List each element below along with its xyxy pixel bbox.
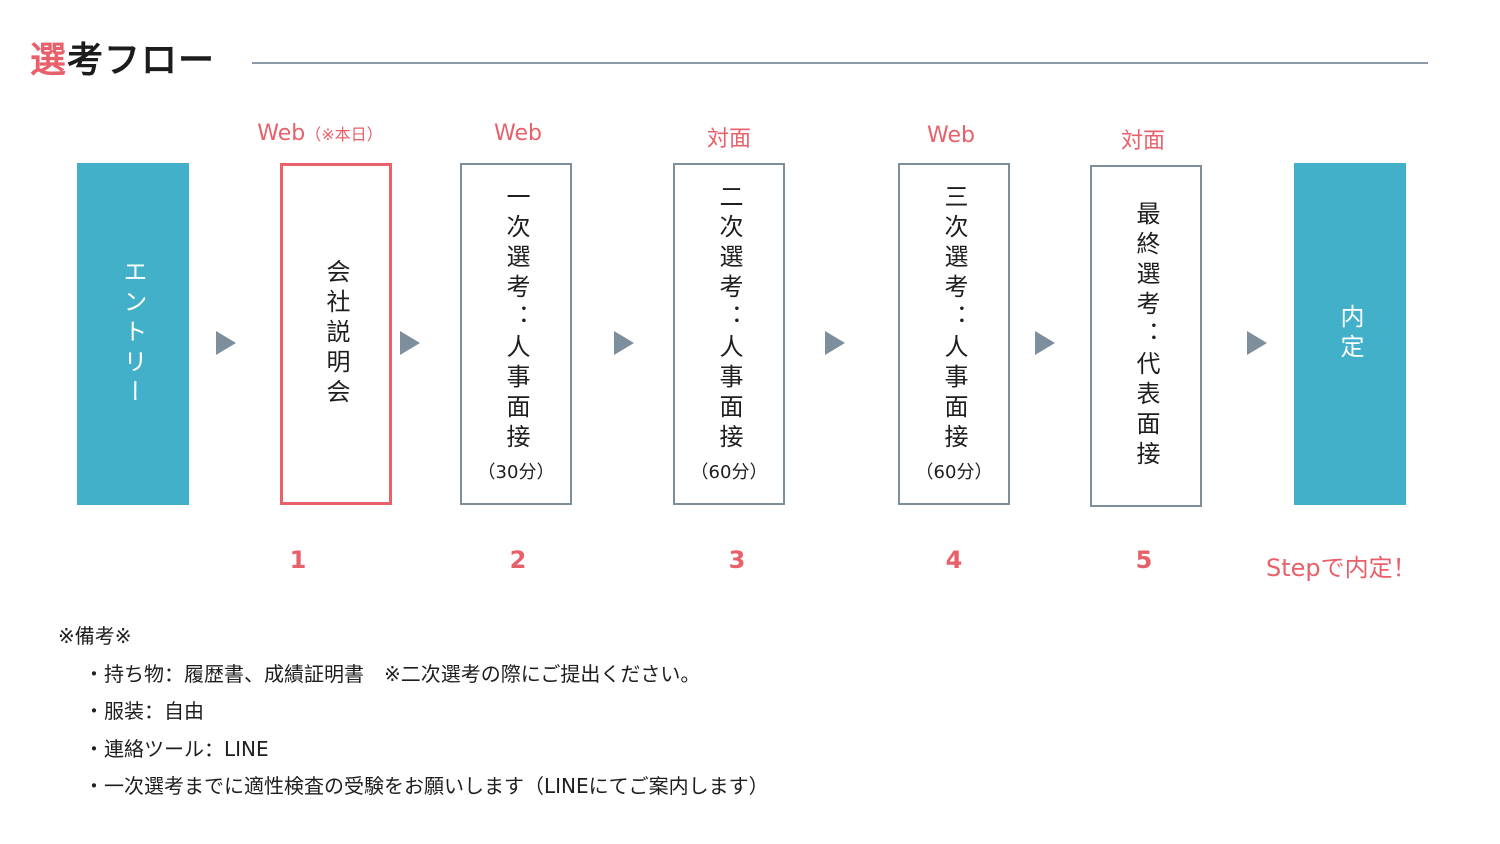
step-number-1: 1 bbox=[289, 546, 307, 574]
flow-box-third-interview: 三次選考：人事面接 （60分） bbox=[898, 163, 1010, 505]
step-number-5: 5 bbox=[1135, 546, 1153, 574]
title-rest: 考フロー bbox=[67, 40, 216, 81]
flow-box-first-interview: 一次選考：人事面接 （30分） bbox=[460, 163, 572, 505]
flow-label-entry: エントリー bbox=[119, 259, 147, 409]
remarks-item: ・持ち物：履歴書、成績証明書 ※二次選考の際にご提出ください。 bbox=[84, 661, 701, 686]
remarks-item: ・一次選考までに適性検査の受験をお願いします（LINEにてご案内します） bbox=[84, 774, 769, 798]
mode-label-2: Web bbox=[494, 121, 542, 146]
page-title: 選考フロー bbox=[30, 36, 215, 86]
step-number-3: 3 bbox=[728, 546, 746, 574]
arrow-right-icon bbox=[400, 331, 420, 355]
flow-box-entry: エントリー bbox=[77, 163, 189, 505]
mode-label-4: Web bbox=[927, 123, 975, 148]
arrow-right-icon bbox=[1247, 331, 1267, 355]
step-number-4: 4 bbox=[945, 546, 963, 574]
duration-note-first: （30分） bbox=[477, 462, 555, 483]
remarks-item: ・連絡ツール：LINE bbox=[84, 736, 269, 761]
flow-label-second-interview: 二次選考：人事面接 bbox=[715, 184, 743, 454]
flow-label-company-briefing: 会社説明会 bbox=[322, 259, 350, 409]
header-divider bbox=[252, 62, 1428, 64]
flow-label-first-interview: 一次選考：人事面接 bbox=[502, 184, 530, 454]
remarks-section: ※備考※ ・持ち物：履歴書、成績証明書 ※二次選考の際にご提出ください。 ・服装… bbox=[58, 618, 769, 806]
step-end-label: Stepで内定！ bbox=[1266, 554, 1417, 582]
arrow-right-icon bbox=[1035, 331, 1055, 355]
flow-box-final-interview: 最終選考：代表面接 bbox=[1090, 165, 1202, 507]
step-number-2: 2 bbox=[509, 546, 527, 574]
arrow-right-icon bbox=[825, 331, 845, 355]
duration-note-second: （60分） bbox=[690, 462, 768, 483]
flow-label-final-interview: 最終選考：代表面接 bbox=[1132, 201, 1160, 471]
title-accent: 選 bbox=[30, 40, 68, 81]
flow-box-company-briefing: 会社説明会 bbox=[280, 163, 392, 505]
mode-label-5: 対面 bbox=[1120, 129, 1165, 154]
flow-label-third-interview: 三次選考：人事面接 bbox=[940, 184, 968, 454]
flow-label-offer: 内定 bbox=[1336, 304, 1364, 364]
flow-box-second-interview: 二次選考：人事面接 （60分） bbox=[673, 163, 785, 505]
flow-box-offer: 内定 bbox=[1294, 163, 1406, 505]
arrow-right-icon bbox=[614, 331, 634, 355]
mode-label-1: Web（※本日） bbox=[257, 121, 383, 146]
arrow-right-icon bbox=[216, 331, 236, 355]
duration-note-third: （60分） bbox=[915, 462, 993, 483]
remarks-item: ・服装：自由 bbox=[84, 699, 204, 723]
mode-label-3: 対面 bbox=[706, 127, 751, 152]
remarks-heading: ※備考※ bbox=[58, 624, 132, 648]
